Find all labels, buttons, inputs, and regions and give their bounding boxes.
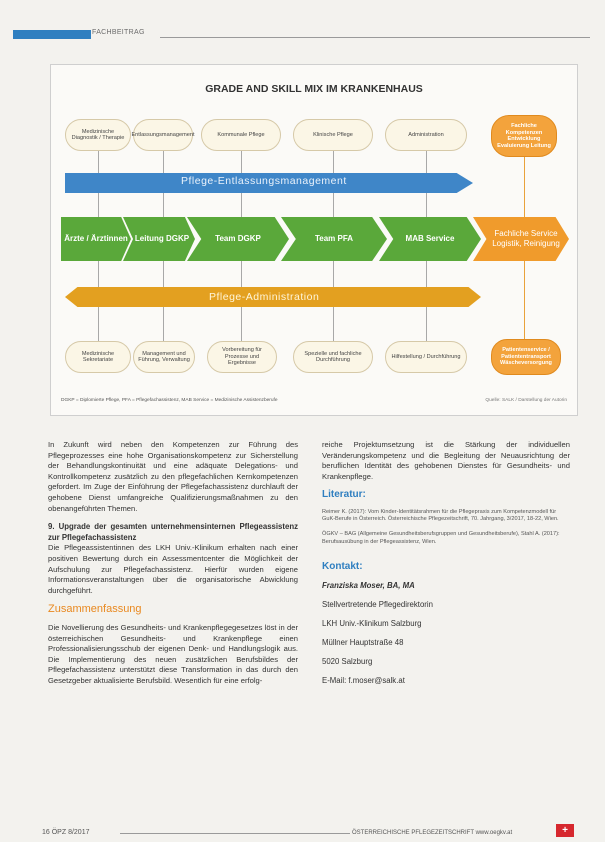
contact-email-link[interactable]: E-Mail: f.moser@salk.at <box>322 676 405 686</box>
literature-heading: Literatur: <box>322 489 366 501</box>
orange-arrow <box>65 287 481 307</box>
top-box-4: Klinische Pflege <box>293 119 373 151</box>
paragraph: Die Novellierung des Gesundheits- und Kr… <box>48 622 298 685</box>
right-column: reiche Projektumsetzung ist die Stärkung… <box>322 440 570 694</box>
publication-name: ÖSTERREICHISCHE PFLEGEZEITSCHRIFT www.oe… <box>352 830 513 836</box>
section-heading: 9. Upgrade der gesamten unternehmensinte… <box>48 522 298 542</box>
contact-name: Franziska Moser, BA, MA <box>322 581 415 591</box>
bottom-box-5: Hilfestellung / Durchführung <box>385 341 467 373</box>
connector <box>524 261 525 341</box>
header-rule <box>160 37 590 38</box>
paragraph: Die Pflegeassistentinnen des LKH Univ.-K… <box>48 543 298 595</box>
page-number: 16 ÖPZ 8/2017 <box>42 829 90 836</box>
paragraph: reiche Projektumsetzung ist die Stärkung… <box>322 440 570 481</box>
bottom-box-1: Medizinische Sekretariate <box>65 341 131 373</box>
connector <box>524 157 525 217</box>
chevron-4: Team PFA <box>281 217 387 261</box>
top-box-3: Kommunale Pflege <box>201 119 281 151</box>
top-box-2: Entlassungsmanagement <box>131 119 195 151</box>
header-accent-bar <box>13 30 91 39</box>
contact-street: Müllner Hauptstraße 48 <box>322 638 404 648</box>
grade-skill-mix-figure: GRADE AND SKILL MIX IM KRANKENHAUS Mediz… <box>50 64 578 416</box>
paragraph: In Zukunft wird neben den Kompetenzen zu… <box>48 440 298 513</box>
bottom-box-4: Spezielle und fachliche Durchführung <box>293 341 373 373</box>
blue-arrow <box>65 173 473 193</box>
contact-heading: Kontakt: <box>322 560 363 572</box>
contact-role: Stellvertretende Pflegedirektorin <box>322 600 433 610</box>
summary-heading: Zusammenfassung <box>48 603 142 616</box>
contact-org: LKH Univ.-Klinikum Salzburg <box>322 619 422 629</box>
section-label: FACHBEITRAG <box>92 29 145 36</box>
footer-rule <box>120 833 350 834</box>
top-box-1: Medizinische Diagnostik / Therapie <box>65 119 131 151</box>
literature-item: ÖGKV – BAG (Allgemeine Gesundheitsberufs… <box>322 531 560 545</box>
figure-title: GRADE AND SKILL MIX IM KRANKENHAUS <box>205 83 423 95</box>
bottom-box-2: Management und Führung, Verwaltung <box>133 341 195 373</box>
chevron-3: Team DGKP <box>187 217 289 261</box>
chevron-1: Ärzte / Ärztinnen <box>61 217 131 261</box>
figure-source: Quelle: SALK / Darstellung der Autorin <box>485 398 567 403</box>
publisher-logo-icon: + <box>556 824 574 837</box>
contact-city: 5020 Salzburg <box>322 657 373 667</box>
bottom-box-6: Patientenservice / Patiententransport Wä… <box>491 339 561 375</box>
figure-legend: DGKP = Diplomierte Pflege, PFA = Pflegef… <box>61 398 278 403</box>
literature-item: Reimer K. (2017): Vom Kinder-Identitätsr… <box>322 508 559 523</box>
top-box-6: Fachliche Kompetenzen Entwicklung Evalui… <box>491 115 557 157</box>
chevron-6: Fachliche Service Logistik, Reinigung <box>473 217 569 261</box>
bottom-box-3: Vorbereitung für Prozesse und Ergebnisse <box>207 341 277 373</box>
top-box-5: Administration <box>385 119 467 151</box>
blue-arrow-label: Pflege-Entlassungsmanagement <box>181 175 347 187</box>
chevron-5: MAB Service <box>379 217 481 261</box>
chevron-2: Leitung DGKP <box>123 217 195 261</box>
left-column: In Zukunft wird neben den Kompetenzen zu… <box>48 440 298 694</box>
orange-arrow-label: Pflege-Administration <box>209 291 320 303</box>
